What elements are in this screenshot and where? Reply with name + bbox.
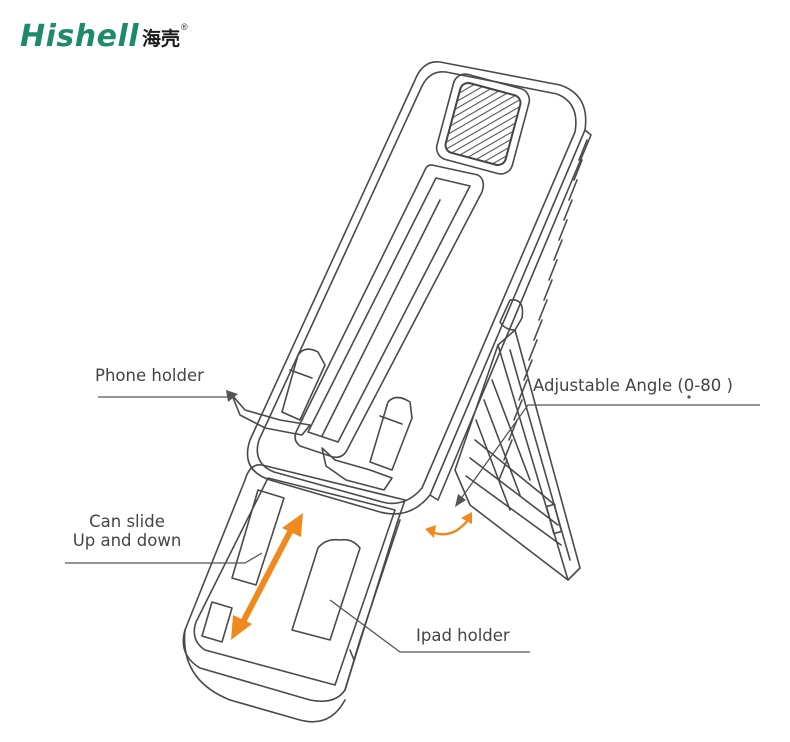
phone-holder-clip-left bbox=[231, 348, 326, 436]
phone-holder-clip-right bbox=[321, 396, 413, 491]
brand-chinese-name: 海壳 bbox=[142, 28, 181, 50]
registered-mark: ® bbox=[181, 22, 188, 32]
leader-angle-arrowhead bbox=[455, 494, 466, 507]
leader-phone-holder-arrowhead bbox=[226, 390, 238, 402]
can-slide-label: Can slide bbox=[89, 512, 165, 531]
brand-logo: Hishell 海壳 ® bbox=[20, 20, 188, 58]
center-slot bbox=[294, 164, 485, 459]
phone-back-plate bbox=[246, 61, 592, 515]
grip-pad bbox=[435, 73, 531, 175]
ipad-holder-label: Ipad holder bbox=[416, 626, 510, 645]
up-and-down-label: Up and down bbox=[72, 531, 182, 550]
adjustable-angle-label: Adjustable Angle (0-80 ) bbox=[533, 376, 733, 395]
leader-lines bbox=[65, 396, 760, 653]
tablet-base bbox=[182, 463, 406, 723]
slide-arrow bbox=[231, 513, 303, 640]
leader-ipad-holder bbox=[329, 599, 530, 653]
leader-adjustable-angle bbox=[459, 404, 760, 501]
degree-dot bbox=[687, 395, 691, 399]
hinge bbox=[499, 299, 524, 331]
angle-arc-arrow bbox=[425, 512, 472, 538]
phone-holder-label: Phone holder bbox=[95, 366, 204, 385]
brand-wordmark: Hishell bbox=[20, 19, 140, 54]
leader-can-slide bbox=[65, 552, 263, 564]
